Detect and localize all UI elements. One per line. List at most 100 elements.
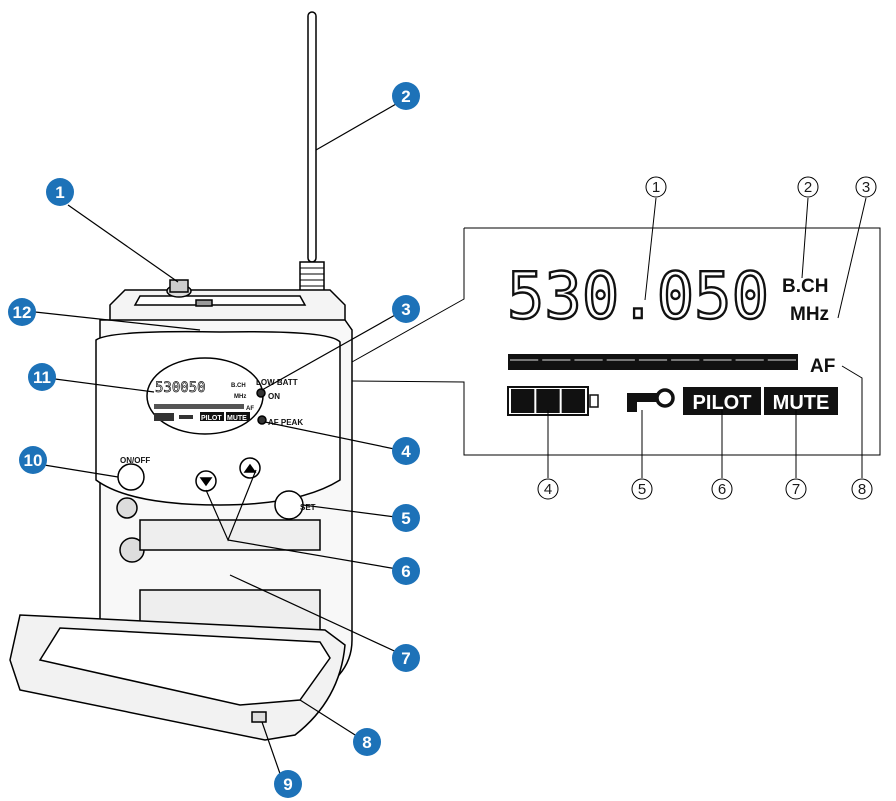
svg-text:4: 4 — [544, 481, 552, 498]
af-meter-segment — [638, 359, 668, 361]
lcd-callout-6: 6 — [711, 478, 733, 500]
device-callouts: 1 2 3 4 5 6 7 8 — [8, 82, 420, 798]
lcd-leader-lines — [547, 197, 867, 478]
mini-af-meter — [154, 404, 244, 409]
svg-text:5: 5 — [401, 509, 410, 528]
lcd-battery-icon — [507, 386, 599, 416]
af-peak-led — [257, 415, 267, 425]
svg-text:1: 1 — [652, 179, 660, 196]
af-meter-segment — [606, 359, 635, 361]
battery-cell — [536, 389, 560, 413]
mini-mhz: MHz — [234, 394, 246, 400]
on-off-button[interactable] — [117, 463, 145, 491]
svg-text:7: 7 — [401, 649, 410, 668]
callout-11: 11 — [28, 363, 56, 391]
svg-text:10: 10 — [24, 451, 43, 470]
callout-8: 8 — [353, 728, 381, 756]
svg-text:7: 7 — [792, 481, 800, 498]
battery-cover-inner — [38, 627, 331, 706]
up-arrow-icon — [243, 463, 257, 473]
mini-mute-box — [226, 412, 250, 421]
lcd-af: AF — [810, 356, 835, 377]
svg-text:2: 2 — [401, 87, 410, 106]
af-meter-segment — [735, 359, 764, 361]
callout-3: 3 — [392, 295, 420, 323]
lcd-bch: B.CH — [782, 276, 828, 297]
on-off-label: ON/OFF — [120, 456, 150, 465]
svg-text:3: 3 — [862, 179, 870, 196]
battery-cell — [511, 389, 535, 413]
svg-text:6: 6 — [718, 481, 726, 498]
jack-top[interactable] — [116, 497, 138, 519]
callout-2: 2 — [392, 82, 420, 110]
battery-cell — [561, 389, 585, 413]
volume-knob-shaft — [169, 279, 189, 293]
svg-text:3: 3 — [401, 300, 410, 319]
mini-af: AF — [246, 406, 254, 412]
set-label: SET — [300, 503, 316, 512]
af-meter-segment — [703, 359, 732, 361]
svg-text:11: 11 — [33, 368, 51, 387]
callout-6: 6 — [392, 557, 420, 585]
lcd-callouts: 1 2 3 4 5 6 7 8 — [537, 176, 877, 500]
af-meter-segment — [510, 359, 539, 361]
mini-mute: MUTE — [227, 415, 247, 422]
mini-battery-icon — [154, 413, 174, 421]
down-arrow-icon — [199, 477, 213, 487]
antenna — [307, 11, 317, 263]
lcd-mute-box — [764, 387, 838, 415]
lcd-mhz: MHz — [790, 304, 829, 325]
callout-4: 4 — [392, 437, 420, 465]
lcd-callout-1: 1 — [645, 176, 667, 198]
mini-pilot-box — [200, 412, 224, 421]
on-label: ON — [268, 392, 280, 401]
af-meter-frame — [508, 354, 798, 370]
lcd-af-meter — [508, 354, 798, 370]
mini-bch: B.CH — [231, 383, 246, 389]
lcd-callout-3: 3 — [855, 176, 877, 198]
device-top-panel — [133, 295, 307, 306]
mini-key-icon — [179, 415, 193, 419]
mini-pilot: PILOT — [201, 415, 222, 422]
svg-text:1: 1 — [55, 183, 64, 202]
lcd-callout-7: 7 — [785, 478, 807, 500]
lcd-callout-5: 5 — [631, 478, 653, 500]
device-leader-lines — [34, 99, 405, 789]
callout-9: 9 — [274, 770, 302, 798]
lcd-pilot: PILOT — [693, 392, 752, 414]
svg-text:6: 6 — [401, 562, 410, 581]
top-switch[interactable] — [195, 299, 213, 307]
af-meter-segment — [542, 359, 571, 361]
callout-1: 1 — [46, 178, 74, 206]
callout-7: 7 — [392, 644, 420, 672]
svg-text:8: 8 — [858, 481, 866, 498]
mini-display: 530050 B.CH MHz AF PILOT MUTE — [154, 380, 254, 422]
lcd-callout-4: 4 — [537, 478, 559, 500]
callout-5: 5 — [392, 504, 420, 532]
cover-latch[interactable] — [251, 711, 267, 723]
lcd-mute: MUTE — [773, 392, 830, 414]
svg-text:4: 4 — [401, 442, 411, 461]
mini-frequency: 530050 — [155, 380, 206, 396]
bodypack-device — [9, 11, 353, 741]
low-batt-label: LOW BATT — [256, 378, 298, 387]
callout-12: 12 — [8, 298, 36, 326]
lcd-key-icon — [627, 388, 675, 412]
svg-text:8: 8 — [362, 733, 371, 752]
battery-tip — [589, 394, 599, 408]
svg-text:5: 5 — [638, 481, 646, 498]
low-batt-led — [256, 388, 266, 398]
af-meter-segment — [574, 359, 603, 361]
callout-10: 10 — [19, 446, 47, 474]
svg-text:2: 2 — [804, 179, 812, 196]
lcd-callout-shape — [351, 227, 881, 456]
af-peak-label: AF PEAK — [268, 418, 303, 427]
lcd-callout-2: 2 — [797, 176, 819, 198]
lcd-frequency: 530.050 — [507, 260, 769, 334]
lcd-callout-8: 8 — [851, 478, 873, 500]
set-button[interactable] — [274, 490, 304, 520]
svg-text:9: 9 — [283, 775, 292, 794]
af-meter-segment — [671, 359, 700, 361]
svg-text:12: 12 — [13, 303, 32, 322]
